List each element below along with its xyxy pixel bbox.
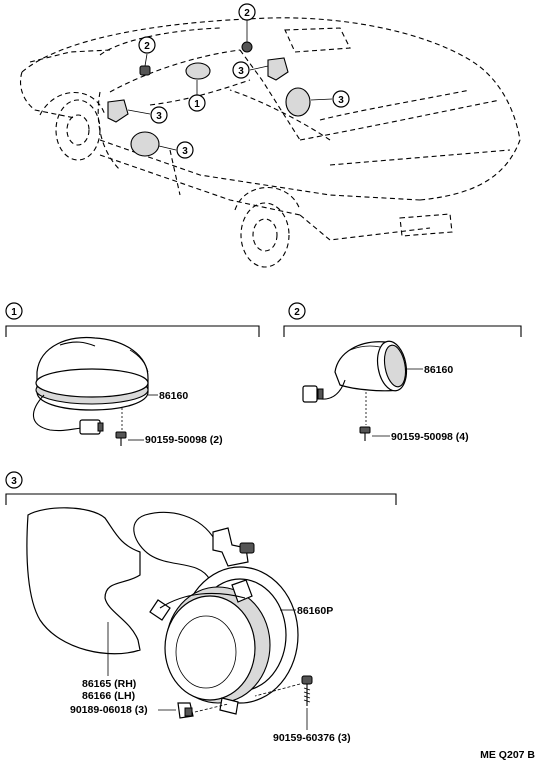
label-screw-section-2: 90159-50098 (4) (391, 431, 469, 443)
woofer-speaker (149, 566, 299, 715)
svg-text:2: 2 (294, 307, 300, 318)
callout-2-top: 2 (238, 3, 256, 21)
svg-text:2: 2 (244, 8, 250, 19)
tweeter-wire (302, 379, 346, 403)
section-2-bracket (283, 325, 522, 337)
section-1-bracket (5, 325, 260, 337)
section-2: 2 86160 90159-50098 (4) (283, 302, 522, 443)
callout-1: 1 (188, 94, 206, 112)
svg-text:1: 1 (11, 307, 17, 318)
label-86160-section-1: 86160 (159, 390, 188, 402)
dome-speaker-connector (79, 419, 101, 435)
label-86166-lh: 86166 (LH) (82, 690, 135, 702)
speaker-cover-pad (26, 507, 141, 655)
woofer-mount-tab-left (149, 599, 171, 621)
drawing-code: ME Q207 B (480, 749, 535, 761)
svg-text:3: 3 (238, 66, 244, 77)
label-86160p: 86160P (297, 605, 333, 617)
callout-leaders (127, 20, 333, 151)
tweeter-connector (302, 385, 318, 403)
label-86165-rh: 86165 (RH) (82, 678, 136, 690)
section-1: 1 86160 90159-50098 (2) (5, 302, 260, 446)
label-screw-section-1: 90159-50098 (2) (145, 434, 223, 446)
woofer-connector (212, 527, 249, 567)
section-1-marker: 1 (5, 302, 23, 320)
car-outline (19, 17, 521, 268)
label-86160-section-2: 86160 (424, 364, 453, 376)
callout-markers: 2 2 3 1 3 3 3 (138, 3, 350, 159)
dome-speaker (35, 336, 149, 411)
label-clip: 90189-06018 (3) (70, 704, 148, 716)
tweeter-speaker (334, 340, 408, 392)
callout-3-left: 3 (150, 106, 168, 124)
callout-3-right: 3 (332, 90, 350, 108)
section-3-marker: 3 (5, 471, 23, 489)
svg-text:3: 3 (182, 146, 188, 157)
svg-text:2: 2 (144, 41, 150, 52)
svg-text:3: 3 (11, 476, 17, 487)
svg-text:3: 3 (156, 111, 162, 122)
clip (177, 702, 229, 719)
cover-in-car-right (267, 57, 289, 81)
cover-in-car-left (107, 99, 129, 123)
speaker-3-in-car-left (130, 131, 160, 157)
speaker-3-in-car-right (285, 87, 311, 117)
speaker-1-in-car (185, 62, 211, 80)
callout-3-top: 3 (232, 61, 250, 79)
section-3-bracket (5, 493, 397, 505)
callout-3-bottom: 3 (176, 141, 194, 159)
speaker-2-in-car-rear (241, 41, 253, 53)
label-screw-section-3: 90159-60376 (3) (273, 732, 351, 744)
svg-text:3: 3 (338, 95, 344, 106)
screw-section-2 (359, 426, 371, 441)
woofer-wire (133, 511, 255, 581)
car-installed-parts (107, 41, 311, 157)
dome-speaker-wire (32, 394, 104, 435)
section-3: 3 (5, 471, 397, 744)
svg-text:1: 1 (194, 99, 200, 110)
callout-2-left: 2 (138, 36, 156, 54)
screw-section-1 (115, 431, 127, 446)
screw-section-3 (254, 675, 313, 706)
section-2-marker: 2 (288, 302, 306, 320)
speaker-2-in-car-front (139, 65, 151, 76)
